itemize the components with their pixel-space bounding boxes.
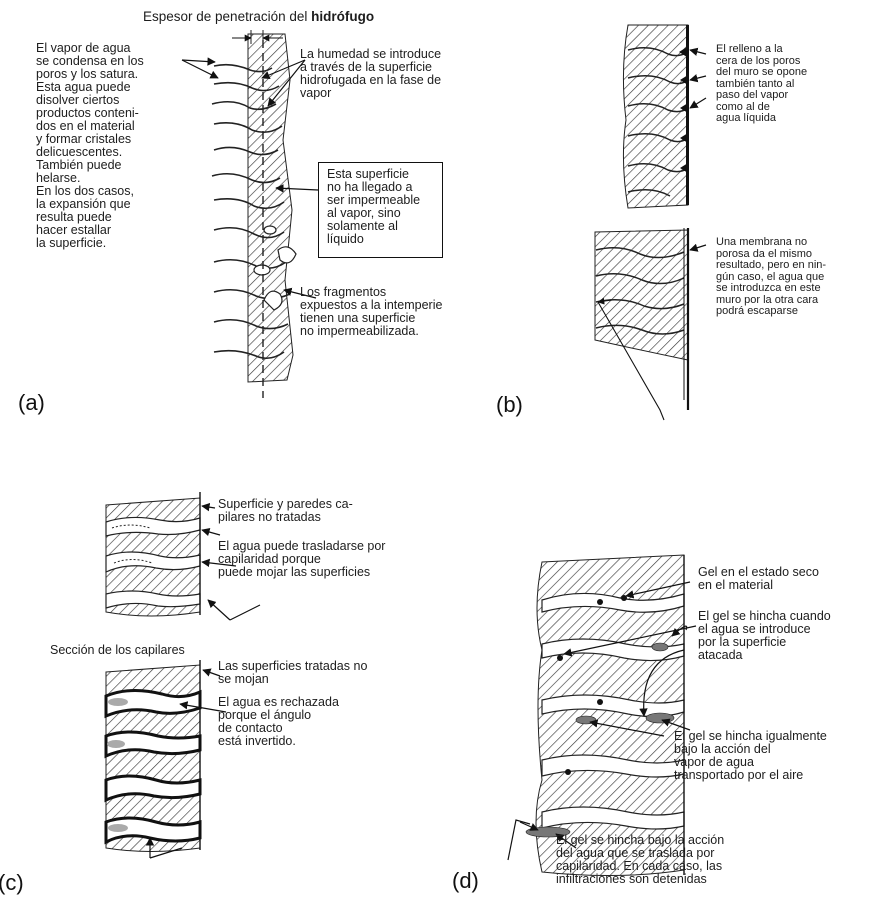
panel-a-title-bold: hidrófugo — [311, 9, 374, 24]
panel-d-swells-vapor-text: El gel se hincha igualmente bajo la acci… — [674, 730, 827, 782]
panel-c-rejected-text: El agua es rechazada porque el ángulo de… — [218, 696, 339, 748]
panel-a-humidity-text: La humedad se introduce a través de la s… — [300, 48, 441, 100]
panel-c-section-bottom — [106, 660, 200, 852]
panel-b-wall-bottom — [595, 228, 688, 420]
panel-c-section-title: Sección de los capilares — [50, 644, 185, 657]
panel-c-untreated-text: Superficie y paredes ca- pilares no trat… — [218, 498, 353, 524]
panel-b-label: (b) — [496, 392, 523, 418]
panel-a-wall — [212, 30, 296, 398]
panel-b-wax-text: El relleno a la cera de los poros del mu… — [716, 44, 807, 125]
panel-a-label: (a) — [18, 390, 45, 416]
panel-c-treated-text: Las superficies tratadas no se mojan — [218, 660, 367, 686]
panel-b-membrane-text: Una membrana no porosa da el mismo resul… — [716, 237, 826, 318]
panel-c-capillarity-text: El agua puede trasladarse por capilarida… — [218, 540, 385, 579]
panel-c-section-top — [106, 492, 200, 616]
panel-a-left-text: El vapor de agua se condensa en los poro… — [36, 42, 144, 250]
panel-b-wall-top — [623, 25, 689, 208]
panel-c-label: (c) — [0, 870, 24, 896]
panel-a-title-text: Espesor de penetración del — [143, 9, 311, 24]
panel-a-title: Espesor de penetración del hidrófugo — [143, 10, 374, 23]
panel-b-leaders — [690, 50, 706, 250]
panel-a-fragments-text: Los fragmentos expuestos a la intemperie… — [300, 286, 442, 338]
panel-d-dry-gel-text: Gel en el estado seco en el material — [698, 566, 819, 592]
panel-d-swells-capillarity-text: El gel se hincha bajo la acción del agua… — [556, 834, 724, 886]
panel-a-callout-box: Esta superficie no ha llegado a ser impe… — [318, 162, 443, 258]
panel-d-swells-surface-text: El gel se hincha cuando el agua se intro… — [698, 610, 831, 662]
panel-d-label: (d) — [452, 868, 479, 894]
panel-a-box-text: Esta superficie no ha llegado a ser impe… — [327, 168, 420, 246]
panel-d-wall — [526, 555, 684, 876]
